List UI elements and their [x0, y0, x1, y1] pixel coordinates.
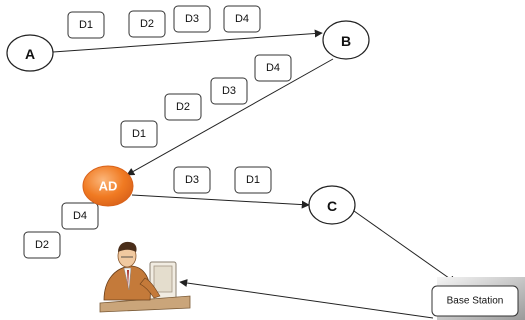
- packet-box: D4: [223, 5, 261, 33]
- packet-label: D1: [132, 128, 146, 140]
- arrow-ad-to-c: [131, 194, 310, 209]
- base-station: Base Station: [431, 277, 525, 320]
- arrow-a-to-b: [52, 29, 323, 53]
- operator-at-computer-icon: [99, 241, 191, 313]
- packet-box: D4: [61, 202, 99, 230]
- packet-label: D1: [79, 19, 93, 31]
- node-a-label: A: [25, 46, 35, 62]
- node-a: A: [6, 34, 54, 72]
- packet-box: D3: [210, 77, 248, 105]
- arrow-b-to-ad: [126, 58, 334, 176]
- packet-label: D4: [266, 62, 280, 74]
- packet-box: D2: [23, 231, 61, 259]
- packet-label: D4: [235, 13, 249, 25]
- node-ad-label: AD: [99, 179, 118, 194]
- packet-box: D4: [254, 54, 292, 82]
- packet-label: D2: [35, 239, 49, 251]
- packet-box: D1: [234, 166, 272, 194]
- packet-box: D2: [128, 10, 166, 38]
- packet-label: D3: [222, 85, 236, 97]
- packet-box: D3: [173, 166, 211, 194]
- arrow-base-station-to-operator: [179, 279, 434, 319]
- base-station-label: Base Station: [447, 296, 504, 307]
- node-b: B: [322, 20, 370, 60]
- packet-label: D3: [185, 174, 199, 186]
- packet-box: D2: [164, 93, 202, 121]
- node-b-label: B: [341, 33, 351, 49]
- packet-box: D3: [173, 5, 211, 33]
- node-c: C: [308, 185, 356, 225]
- packet-label: D4: [73, 210, 87, 222]
- packet-box: D1: [67, 11, 105, 39]
- packet-label: D1: [246, 174, 260, 186]
- arrow-c-to-base-station: [353, 210, 457, 284]
- packet-label: D2: [140, 18, 154, 30]
- packet-label: D2: [176, 101, 190, 113]
- node-c-label: C: [327, 198, 337, 214]
- packet-label: D3: [185, 13, 199, 25]
- node-ad: AD: [82, 165, 134, 207]
- packet-box: D1: [120, 120, 158, 148]
